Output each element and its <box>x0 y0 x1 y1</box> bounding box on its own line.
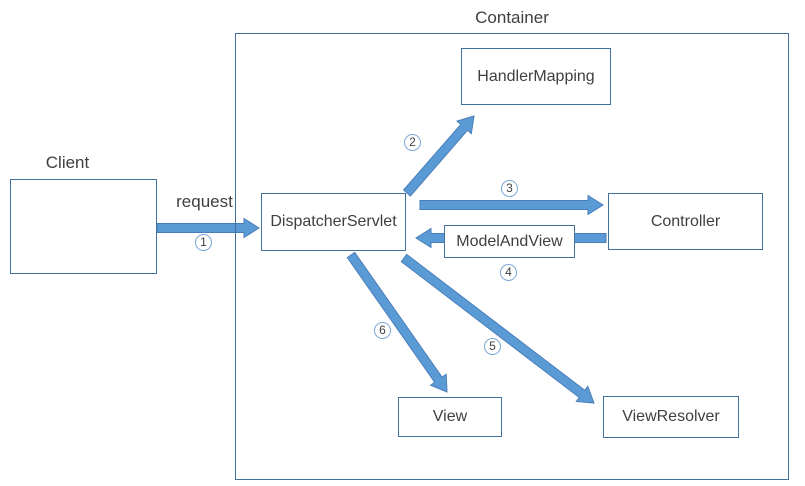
view-label: View <box>432 408 468 425</box>
step-3-badge: 3 <box>501 180 518 197</box>
dispatcher-servlet-box: DispatcherServlet <box>261 193 406 251</box>
client-label: Client <box>45 153 90 172</box>
view-box: View <box>398 397 502 437</box>
container-boundary <box>235 33 789 480</box>
model-and-view-box: ModelAndView <box>444 225 575 258</box>
handler-mapping-box: HandlerMapping <box>461 48 611 105</box>
view-resolver-box: ViewResolver <box>603 396 739 438</box>
model-and-view-label: ModelAndView <box>456 232 563 250</box>
step-4-badge: 4 <box>500 264 517 281</box>
controller-box: Controller <box>608 193 763 250</box>
step-6-badge: 6 <box>374 322 391 339</box>
view-resolver-label: ViewResolver <box>622 408 720 425</box>
dispatcher-servlet-label: DispatcherServlet <box>270 213 397 230</box>
container-label: Container <box>475 8 549 27</box>
handler-mapping-label: HandlerMapping <box>477 67 595 85</box>
step-1-badge: 1 <box>195 234 212 251</box>
client-box <box>10 179 157 274</box>
step-2-badge: 2 <box>404 134 421 151</box>
step-5-badge: 5 <box>484 338 501 355</box>
request-label: request <box>176 192 233 211</box>
controller-label: Controller <box>650 212 721 230</box>
